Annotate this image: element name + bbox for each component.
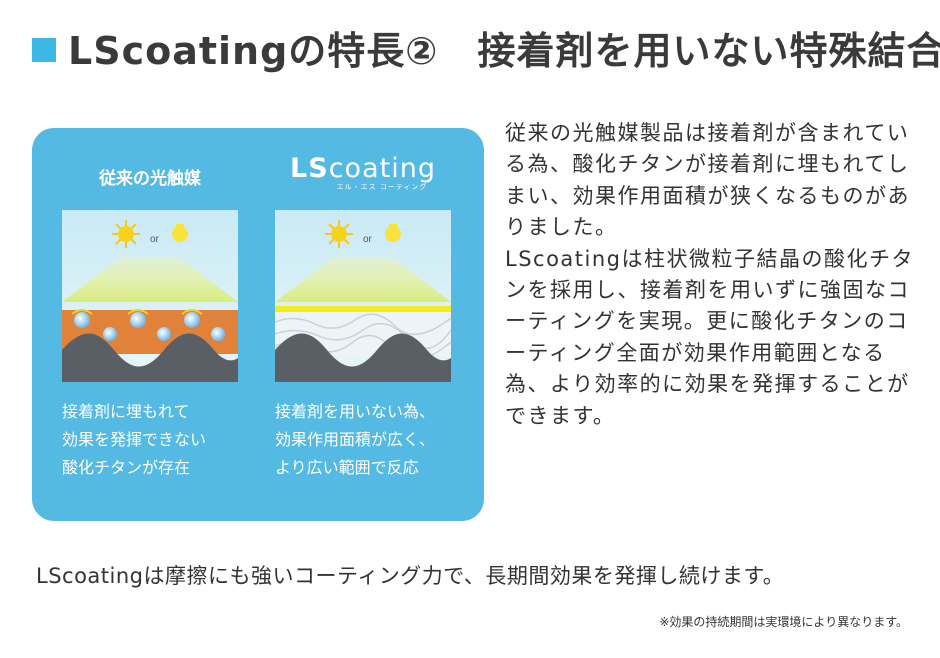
- logo-subtitle: エル・エス コーティング: [336, 183, 428, 191]
- sun-icon: [325, 220, 353, 248]
- conventional-caption: 接着剤に埋もれて 効果を発揮できない 酸化チタンが存在: [62, 398, 206, 482]
- durability-statement: LScoatingは摩擦にも強いコーティング力で、長期間効果を発揮し続けます。: [36, 564, 785, 588]
- caption-line: 効果を発揮できない: [62, 430, 207, 449]
- lightbulb-icon: [172, 224, 188, 242]
- caption-line: 接着剤を用いない為、: [275, 402, 436, 421]
- lscoating-caption: 接着剤を用いない為、 効果作用面積が広く、 より広い範囲で反応: [275, 398, 435, 482]
- or-label: or: [363, 234, 373, 245]
- comparison-panel: 従来の光触媒 LScoating エル・エス コーティング: [32, 128, 484, 521]
- lscoating-logo: LScoating エル・エス コーティング: [275, 154, 451, 192]
- conventional-heading: 従来の光触媒: [99, 169, 201, 189]
- description: 従来の光触媒製品は接着剤が含まれている為、酸化チタンが接着剤に埋もれてしまい、効…: [505, 118, 915, 432]
- caption-line: より広い範囲で反応: [275, 458, 419, 477]
- page-title: LScoatingの特長② 接着剤を用いない特殊結合: [68, 29, 940, 73]
- footnote: ※効果の持続期間は実環境により異なります。: [659, 615, 908, 629]
- description-paragraph-1: 従来の光触媒製品は接着剤が含まれている為、酸化チタンが接着剤に埋もれてしまい、効…: [505, 121, 910, 240]
- sun-icon: [112, 220, 140, 248]
- conventional-illustration: or: [62, 210, 238, 382]
- logo-coating: coating: [328, 153, 436, 184]
- or-label: or: [150, 234, 160, 245]
- lightbulb-icon: [385, 224, 401, 242]
- logo-ls: LS: [290, 153, 329, 184]
- caption-line: 効果作用面積が広く、: [275, 430, 436, 449]
- caption-line: 接着剤に埋もれて: [62, 402, 190, 421]
- titanium-oxide-particles: [74, 312, 225, 341]
- lscoating-illustration: or: [275, 210, 451, 382]
- caption-line: 酸化チタンが存在: [62, 458, 191, 477]
- description-paragraph-2: LScoatingは柱状微粒子結晶の酸化チタンを採用し、接着剤を用いずに強固なコ…: [505, 246, 914, 428]
- title-marker: [32, 38, 56, 62]
